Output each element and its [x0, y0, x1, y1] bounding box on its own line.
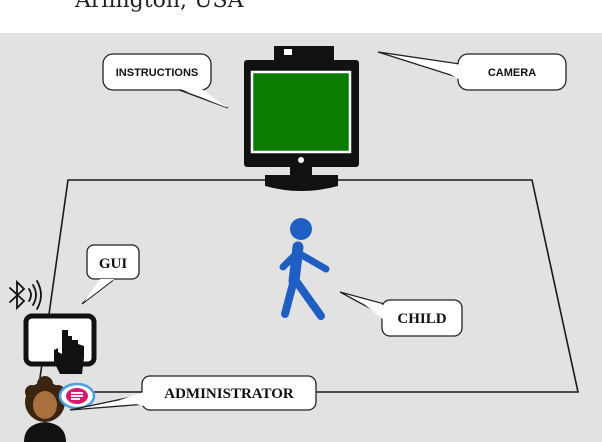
instructions-label: INSTRUCTIONS [116, 67, 199, 79]
gui-callout [81, 244, 140, 305]
camera-callout [377, 51, 567, 91]
gui-label: GUI [99, 256, 128, 272]
bluetooth-icon [9, 279, 42, 311]
child-callout [339, 291, 463, 337]
camera-icon [274, 46, 334, 60]
caption-text: Arlington, USA [75, 0, 244, 13]
child-label: CHILD [397, 311, 446, 327]
room-floor-outline [37, 179, 579, 393]
administrator-avatar-icon [24, 376, 66, 442]
monitor-icon [244, 60, 359, 191]
administrator-callout [69, 375, 317, 411]
monitor-screen [250, 70, 352, 154]
camera-label: CAMERA [488, 67, 536, 79]
tablet-touch-icon [23, 313, 97, 374]
instructions-callout [102, 53, 229, 109]
administrator-label: ADMINISTRATOR [164, 386, 294, 402]
person-walking-icon [279, 218, 330, 320]
chat-bubble-icon [58, 382, 96, 410]
